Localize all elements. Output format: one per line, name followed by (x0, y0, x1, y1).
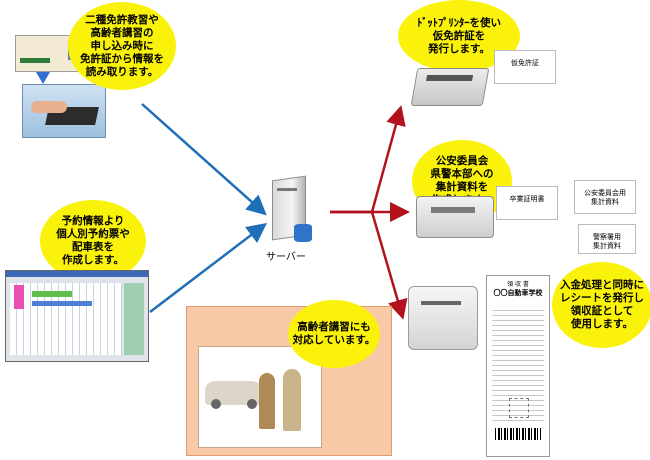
laser-printer-icon (416, 196, 494, 238)
elderly-illustration (198, 346, 322, 448)
server-icon (264, 172, 314, 246)
doc-graduation-cert: 卒業証明書 (496, 186, 558, 220)
license-stripe (20, 58, 50, 63)
receipt-image: 領 収 書 〇〇自動車学校 (486, 275, 550, 457)
database-icon (294, 224, 312, 242)
bubble-dot-printer: ﾄﾞｯﾄﾌﾟﾘﾝﾀｰを使い 仮免許証を 発行します。 (398, 0, 520, 72)
receipt-barcode (495, 428, 541, 440)
arrow-pc-to-server (149, 222, 267, 313)
hand-shape (31, 101, 67, 113)
reservation-software-screenshot (5, 270, 149, 362)
license-arrow-icon (36, 72, 50, 84)
receipt-school: 〇〇自動車学校 (493, 289, 543, 297)
arrow-server-to-dotprinter (330, 105, 406, 214)
receipt-stamp (509, 398, 529, 418)
grid-highlight-pink (14, 285, 24, 309)
grid-highlight-green (32, 291, 72, 297)
receipt-slot (421, 301, 461, 305)
car-wheel-front (211, 399, 221, 409)
car-wheel-back (247, 399, 257, 409)
elderly-person-2 (283, 369, 301, 431)
receipt-lines (492, 306, 544, 424)
bubble-elderly: 高齢者講習にも 対応しています。 (288, 300, 380, 368)
receipt-printer-icon (408, 286, 478, 350)
window-titlebar (6, 271, 148, 277)
server-label: サーバー (266, 252, 306, 263)
arrow-reader-to-server (141, 103, 267, 216)
receipt-title: 領 収 書 (507, 281, 529, 288)
doc-provisional-license: 仮免許証 (494, 50, 556, 84)
printer-tractor-feed (426, 75, 474, 81)
bubble-reservation: 予約情報より 個人別予約票や 配車表を 作成します。 (40, 200, 146, 282)
bubble-receipt-printer: 入金処理と同時に レシートを発行し 領収証として 使用します。 (552, 262, 650, 348)
server-drive-slot (277, 188, 297, 191)
grid-highlight-blue (32, 301, 92, 306)
arrow-server-to-receiptprinter (330, 210, 408, 320)
elderly-person-1 (259, 373, 275, 429)
card-reader-image (22, 84, 106, 138)
doc-police-report: 警察署用 集計資料 (578, 224, 636, 254)
side-panel (124, 283, 144, 355)
schedule-grid (10, 283, 122, 355)
printer-tray (431, 207, 475, 213)
dot-matrix-printer-icon (410, 68, 490, 106)
bubble-license-reader: 二種免許教習や 高齢者講習の 申し込み時に 免許証から情報を 読み取ります。 (68, 2, 176, 90)
doc-commission-report: 公安委員会用 集計資料 (574, 180, 636, 214)
